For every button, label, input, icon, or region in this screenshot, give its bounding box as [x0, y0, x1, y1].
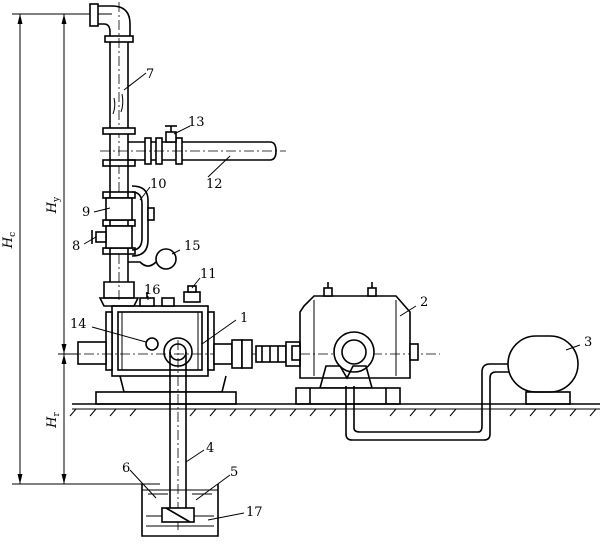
- callout-9: 9: [82, 205, 90, 220]
- callout-5: 5: [230, 465, 238, 480]
- bypass-valve: [165, 125, 177, 143]
- callout-8: 8: [72, 239, 80, 254]
- weighing-tank: [507, 335, 579, 405]
- callout-6: 6: [122, 461, 130, 476]
- svg-text:Hc: Hc: [1, 232, 18, 249]
- callout-14: 14: [70, 317, 87, 332]
- pressure-gauge: [128, 248, 177, 270]
- dimension-lines: [12, 13, 160, 485]
- callout-3: 3: [584, 335, 592, 350]
- callout-12: 12: [206, 177, 223, 192]
- callout-11: 11: [200, 267, 217, 282]
- callout-16: 16: [144, 283, 161, 298]
- leader-lines: [83, 72, 581, 521]
- callout-4: 4: [206, 441, 214, 456]
- callout-13: 13: [188, 115, 205, 130]
- callout-7: 7: [146, 67, 154, 82]
- suction-pipe: [169, 340, 187, 530]
- dimension-hy: Hy: [45, 196, 62, 214]
- callout-2: 2: [420, 295, 428, 310]
- callout-17: 17: [246, 505, 263, 520]
- callout-1: 1: [240, 311, 248, 326]
- dimension-hc: Hc: [1, 232, 18, 249]
- callout-10: 10: [150, 177, 167, 192]
- pump-body: [66, 281, 440, 405]
- sump-tank: [141, 484, 219, 537]
- bypass-pipe: [100, 137, 286, 165]
- callout-15: 15: [184, 239, 201, 254]
- hydraulic-line: [345, 363, 512, 441]
- vacuum-gauge-valve: [91, 230, 107, 244]
- motor-dynamometer: [291, 282, 419, 405]
- svg-text:Hy: Hy: [45, 196, 62, 214]
- shaft-coupling: [213, 339, 301, 369]
- svg-text:Hr: Hr: [45, 411, 62, 428]
- floor: [69, 403, 600, 417]
- dimension-hr: Hr: [45, 411, 62, 428]
